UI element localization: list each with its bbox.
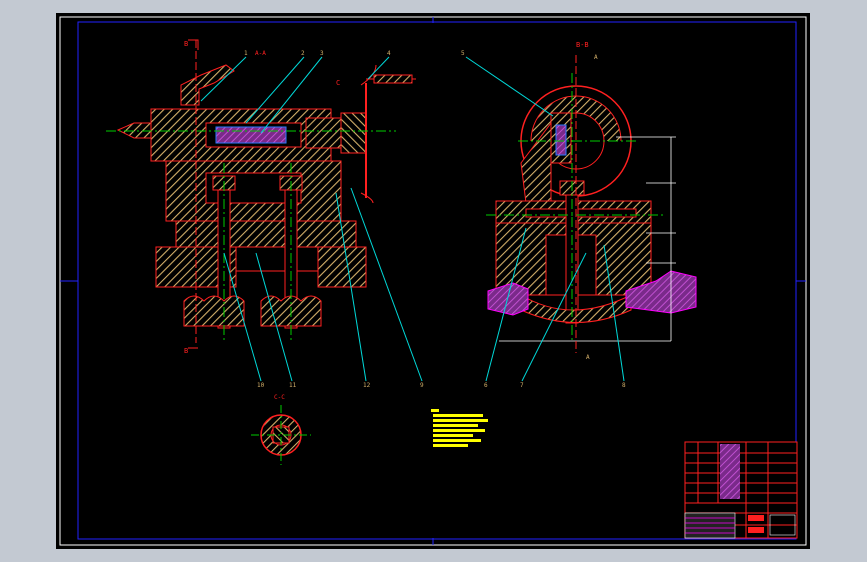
main-view: [106, 39, 423, 382]
leader-number: 10: [257, 382, 265, 389]
section-mark-b-top: B: [184, 40, 188, 48]
leader-number: 11: [289, 382, 297, 389]
drawing-sheet: B A-A B C 1 2 3 4 10 11 12 9: [56, 13, 810, 549]
a-mark-bottom: A: [586, 354, 590, 361]
side-view: [465, 55, 697, 382]
a-mark: A: [594, 54, 598, 61]
c-mark: C: [336, 79, 340, 87]
leader-number: 5: [461, 50, 465, 57]
leader-number: 6: [484, 382, 488, 389]
leader-number: 8: [622, 382, 626, 389]
view-title-cc: C-C: [274, 394, 285, 401]
cad-drawing-canvas: B A-A B C 1 2 3 4 10 11 12 9: [59, 16, 807, 546]
view-title-bb: B-B: [576, 41, 589, 49]
leader-number: 7: [520, 382, 524, 389]
leader-number: 2: [301, 50, 305, 57]
section-mark-b-bottom: B: [184, 347, 188, 355]
leader-number: 9: [420, 382, 424, 389]
leader-number: 4: [387, 50, 391, 57]
leader-number: 12: [363, 382, 371, 389]
leader-number: 3: [320, 50, 324, 57]
title-block: [684, 441, 798, 539]
technical-notes: [429, 408, 489, 450]
leader-number: 1: [244, 50, 248, 57]
section-cc: [251, 405, 311, 465]
view-label-aa: A-A: [255, 50, 266, 57]
